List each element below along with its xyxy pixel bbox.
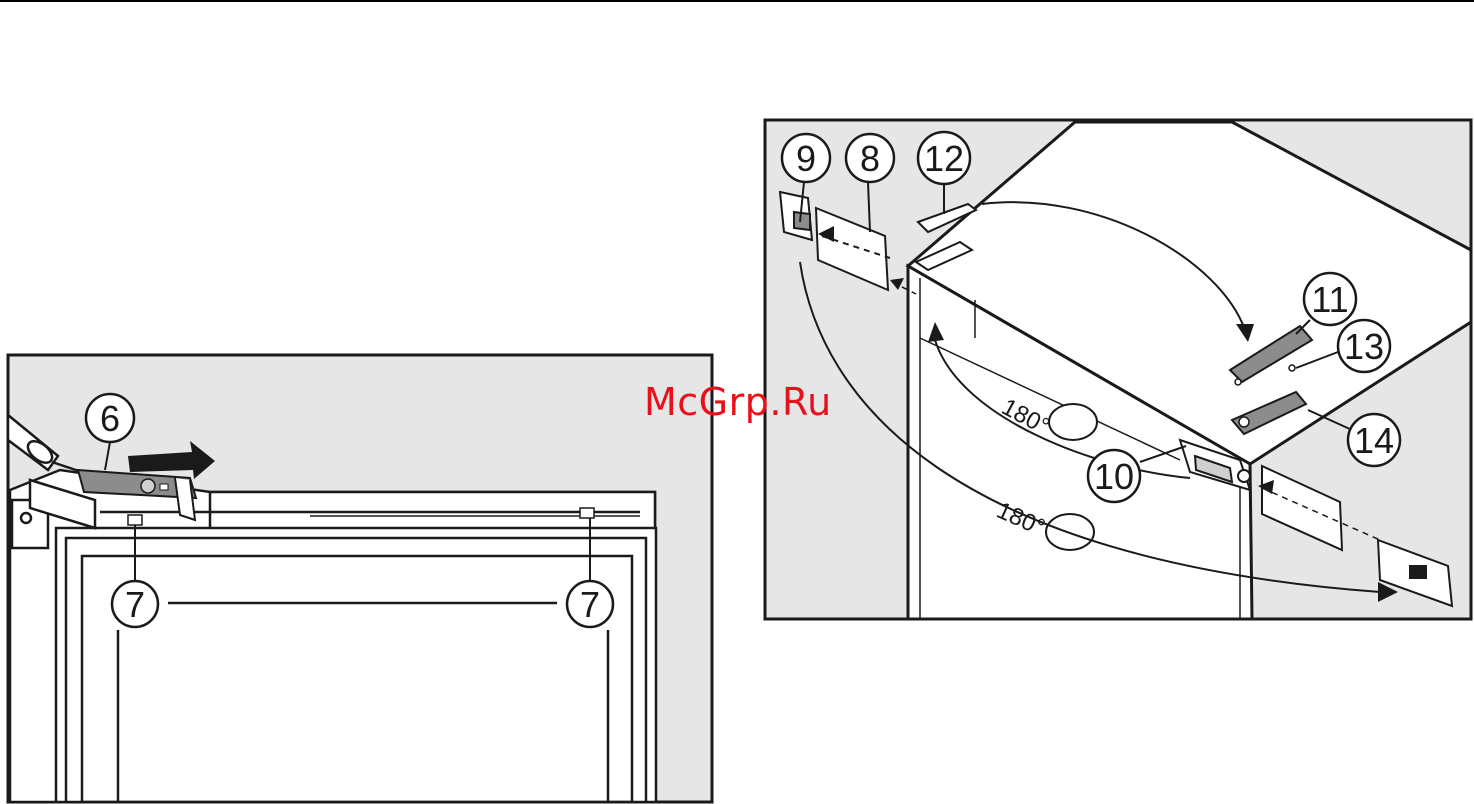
figure-left: 6 7 7	[8, 355, 712, 802]
hole-upper	[1049, 404, 1097, 440]
cabinet-top	[10, 470, 656, 802]
hole-lower	[1046, 514, 1094, 550]
callout-14-label: 14	[1354, 420, 1394, 461]
callout-12-label: 12	[924, 138, 964, 179]
callout-9-label: 9	[796, 138, 816, 179]
figure-right: 180° 180°	[765, 120, 1471, 619]
callout-8-label: 8	[860, 138, 880, 179]
callout-10-label: 10	[1094, 456, 1134, 497]
callout-6-label: 6	[100, 398, 120, 439]
callout-7-left-label: 7	[125, 584, 145, 625]
callout-7-right-label: 7	[580, 584, 600, 625]
callout-13-label: 13	[1344, 326, 1384, 367]
callout-11-label: 11	[1311, 279, 1348, 320]
watermark-text: McGrp.Ru	[644, 380, 832, 424]
